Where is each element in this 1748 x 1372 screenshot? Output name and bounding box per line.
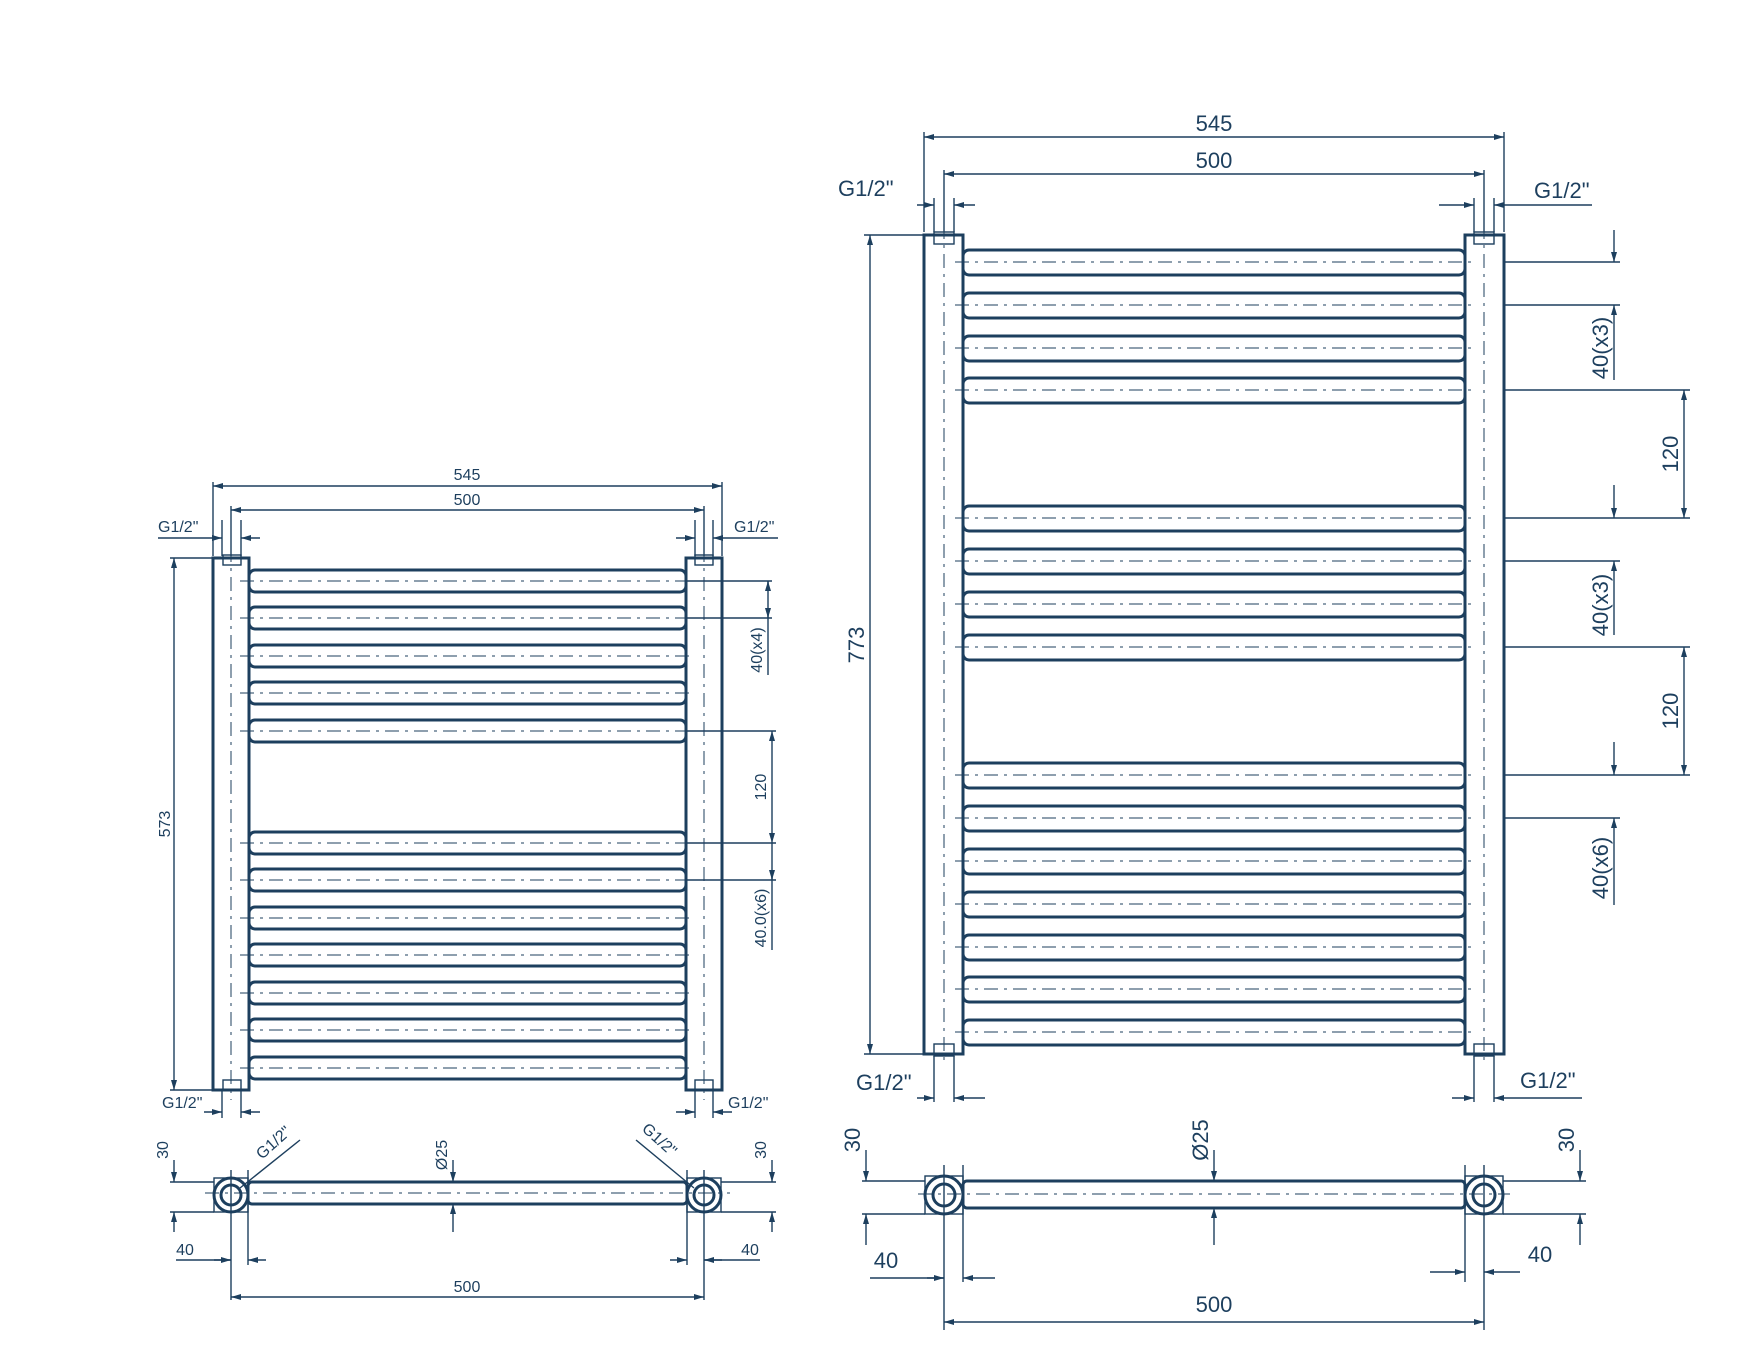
large-plan-depth-left: 30 bbox=[840, 1128, 865, 1152]
large-plan-offset-left: 40 bbox=[874, 1248, 898, 1273]
large-plan-offset-right: 40 bbox=[1528, 1242, 1552, 1267]
small-radiator-plan-view: 30 30 Ø25 G1/2" G1/2" 40 40 500 bbox=[155, 1120, 776, 1300]
small-plan-offset-left: 40 bbox=[176, 1242, 194, 1259]
large-top-left-connection: G1/2" bbox=[838, 176, 894, 201]
large-bottom-right-connection: G1/2" bbox=[1520, 1068, 1576, 1093]
small-plan-width: 500 bbox=[454, 1279, 481, 1296]
small-radiator-front-view: 545 500 G1/2" G1/2" G1/2" G1/2" 573 bbox=[157, 467, 778, 1118]
large-bars bbox=[955, 248, 1474, 1047]
small-width-centers-label: 500 bbox=[454, 492, 481, 509]
large-radiator-plan-view: 30 30 Ø25 40 40 500 bbox=[840, 1119, 1586, 1330]
small-spacing-top-label: 40(x4) bbox=[749, 627, 766, 672]
small-plan-depth-left: 30 bbox=[155, 1141, 172, 1159]
large-spacing-group3-label: 40(x6) bbox=[1588, 837, 1613, 899]
large-width-overall-label: 545 bbox=[1196, 111, 1233, 136]
large-radiator-front-view: 545 500 G1/2" G1/2" G1/2" G1/2" 773 bbox=[838, 111, 1690, 1102]
small-bars bbox=[240, 568, 695, 1081]
small-height-label: 573 bbox=[157, 811, 174, 838]
small-plan-tube-diameter: Ø25 bbox=[434, 1140, 451, 1170]
large-spacing-group1-label: 40(x3) bbox=[1588, 317, 1613, 379]
small-plan-connection-left: G1/2" bbox=[253, 1123, 294, 1163]
large-height-label: 773 bbox=[844, 627, 869, 664]
small-top-left-connection: G1/2" bbox=[158, 519, 198, 536]
small-gap-label: 120 bbox=[753, 774, 770, 801]
small-width-overall-label: 545 bbox=[454, 467, 481, 484]
large-plan-depth-right: 30 bbox=[1554, 1128, 1579, 1152]
large-gap1-label: 120 bbox=[1658, 436, 1683, 473]
large-plan-width: 500 bbox=[1196, 1292, 1233, 1317]
small-spacing-bottom-label: 40.0(x6) bbox=[753, 889, 770, 948]
small-top-right-connection: G1/2" bbox=[734, 519, 774, 536]
large-plan-tube-diameter: Ø25 bbox=[1188, 1119, 1213, 1161]
large-spacing-group2-label: 40(x3) bbox=[1588, 574, 1613, 636]
small-plan-depth-right: 30 bbox=[753, 1141, 770, 1159]
large-top-right-connection: G1/2" bbox=[1534, 178, 1590, 203]
large-bottom-left-connection: G1/2" bbox=[856, 1070, 912, 1095]
large-width-centers-label: 500 bbox=[1196, 148, 1233, 173]
small-plan-connection-right: G1/2" bbox=[638, 1120, 679, 1160]
large-gap2-label: 120 bbox=[1658, 693, 1683, 730]
small-bottom-left-connection: G1/2" bbox=[162, 1095, 202, 1112]
small-bottom-right-connection: G1/2" bbox=[728, 1095, 768, 1112]
small-plan-offset-right: 40 bbox=[741, 1242, 759, 1259]
